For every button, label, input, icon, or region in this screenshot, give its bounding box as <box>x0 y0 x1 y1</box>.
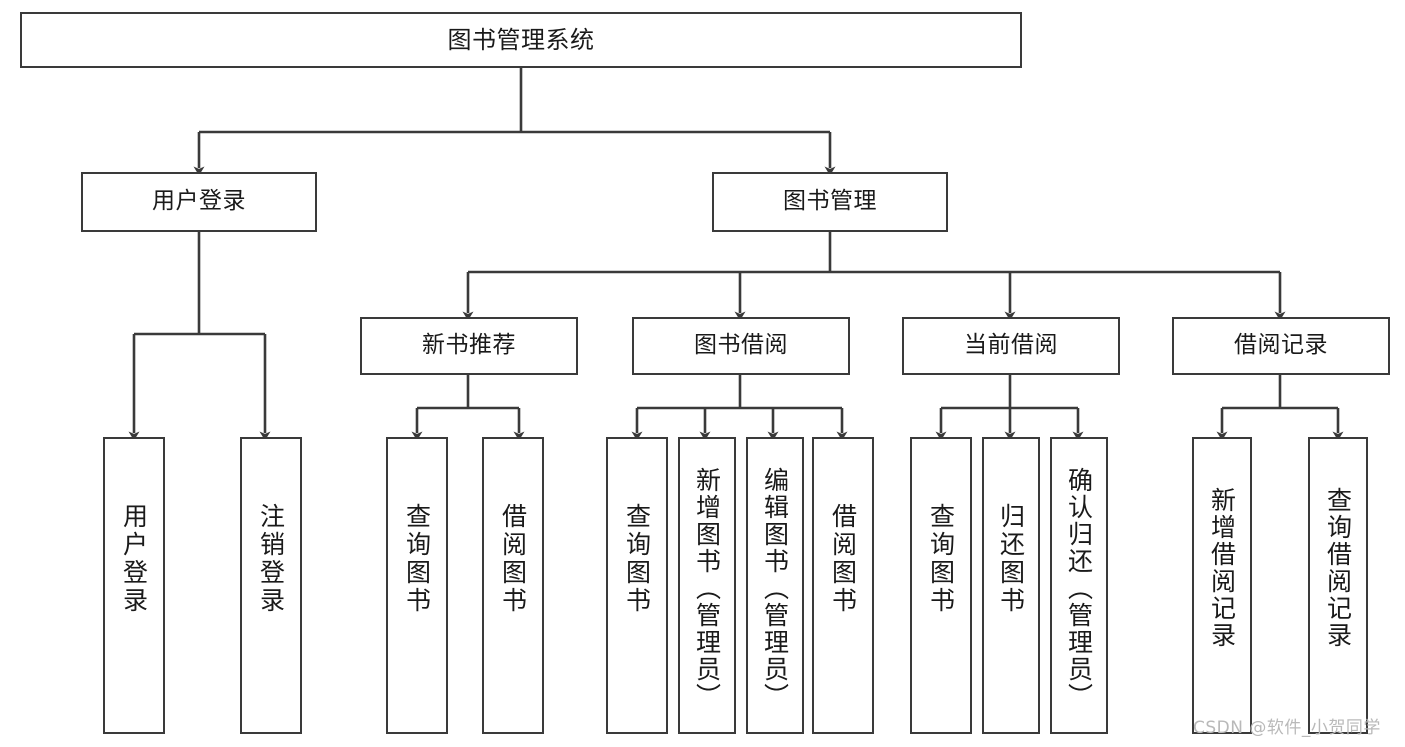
node-label: 新增借阅记录 <box>1207 487 1237 649</box>
leaf-recommend-query-book[interactable]: 查询图书 <box>386 437 448 734</box>
node-label: 查询图书 <box>402 503 432 615</box>
node-current-borrow[interactable]: 当前借阅 <box>902 317 1120 375</box>
node-book-borrow[interactable]: 图书借阅 <box>632 317 850 375</box>
leaf-current-query-book[interactable]: 查询图书 <box>910 437 972 734</box>
node-label: 图书借阅 <box>694 332 788 359</box>
node-new-book-recommend[interactable]: 新书推荐 <box>360 317 578 375</box>
leaf-borrow-edit-book-admin[interactable]: 编辑图书（管理员） <box>746 437 804 734</box>
node-label: 当前借阅 <box>964 332 1058 359</box>
node-label: 注销登录 <box>256 503 286 615</box>
node-label: 图书管理系统 <box>447 25 595 54</box>
node-label: 查询图书 <box>622 503 652 615</box>
leaf-user-login-login[interactable]: 用户登录 <box>103 437 165 734</box>
leaf-borrow-query-book[interactable]: 查询图书 <box>606 437 668 734</box>
leaf-recommend-borrow-book[interactable]: 借阅图书 <box>482 437 544 734</box>
node-label: 确认归还（管理员） <box>1064 467 1094 710</box>
leaf-record-query-record[interactable]: 查询借阅记录 <box>1308 437 1368 734</box>
leaf-current-confirm-return-admin[interactable]: 确认归还（管理员） <box>1050 437 1108 734</box>
node-user-login[interactable]: 用户登录 <box>81 172 317 232</box>
node-label: 新增图书（管理员） <box>692 467 722 710</box>
node-label: 查询借阅记录 <box>1323 487 1353 649</box>
node-book-management[interactable]: 图书管理 <box>712 172 948 232</box>
leaf-user-login-logout[interactable]: 注销登录 <box>240 437 302 734</box>
leaf-current-return-book[interactable]: 归还图书 <box>982 437 1040 734</box>
node-label: 归还图书 <box>996 503 1026 615</box>
node-label: 借阅图书 <box>498 503 528 615</box>
leaf-borrow-borrow-book[interactable]: 借阅图书 <box>812 437 874 734</box>
watermark-csdn: CSDN @软件_小贺同学 <box>1193 718 1381 738</box>
node-label: 查询图书 <box>926 503 956 615</box>
node-label: 编辑图书（管理员） <box>760 467 790 710</box>
leaf-record-add-record[interactable]: 新增借阅记录 <box>1192 437 1252 734</box>
leaf-borrow-add-book-admin[interactable]: 新增图书（管理员） <box>678 437 736 734</box>
node-borrow-record[interactable]: 借阅记录 <box>1172 317 1390 375</box>
node-label: 借阅记录 <box>1234 332 1328 359</box>
node-label: 新书推荐 <box>422 332 516 359</box>
node-label: 用户登录 <box>152 188 246 215</box>
node-label: 用户登录 <box>119 503 149 615</box>
node-label: 借阅图书 <box>828 503 858 615</box>
node-label: 图书管理 <box>783 188 877 215</box>
node-root-system[interactable]: 图书管理系统 <box>20 12 1022 68</box>
